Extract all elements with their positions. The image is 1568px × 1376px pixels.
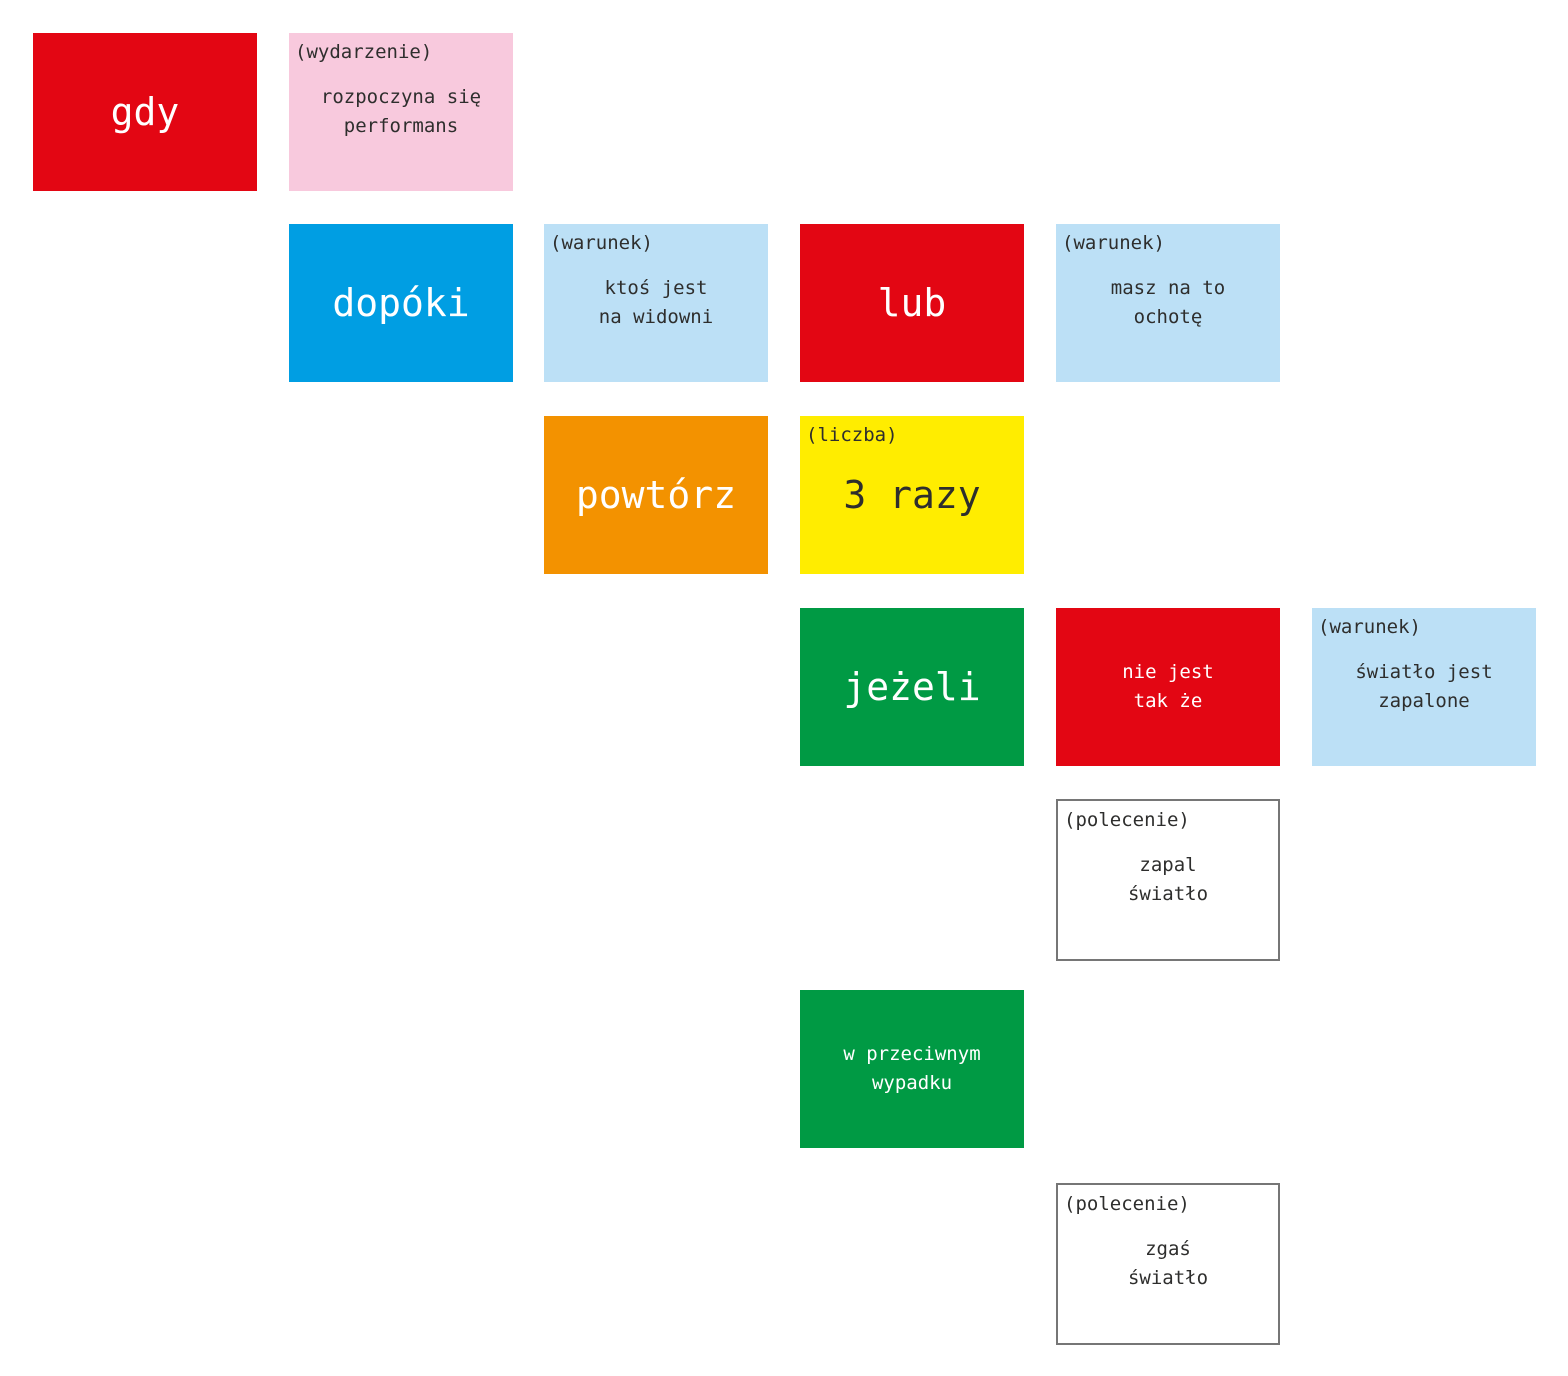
or-keyword-label: lub bbox=[877, 281, 947, 325]
not-keyword-block: nie jest tak że bbox=[1056, 608, 1280, 766]
else-keyword-label: w przeciwnym wypadku bbox=[843, 1043, 981, 1094]
condition-light-tag: (warunek) bbox=[1318, 616, 1421, 638]
condition-light-block: (warunek) światło jest zapalone bbox=[1312, 608, 1536, 766]
event-param-value: rozpoczyna się performans bbox=[320, 86, 482, 137]
repeat-keyword-label: powtórz bbox=[575, 473, 737, 517]
condition-audience-tag: (warunek) bbox=[550, 232, 653, 254]
command-light-on-block: (polecenie) zapal światło bbox=[1056, 799, 1280, 961]
condition-mood-block: (warunek) masz na to ochotę bbox=[1056, 224, 1280, 382]
command-light-off-block: (polecenie) zgaś światło bbox=[1056, 1183, 1280, 1345]
event-param-block: (wydarzenie) rozpoczyna się performans bbox=[289, 33, 513, 191]
command-light-off-value: zgaś światło bbox=[1127, 1238, 1209, 1289]
command-light-off-tag: (polecenie) bbox=[1064, 1193, 1190, 1215]
if-keyword-block: jeżeli bbox=[800, 608, 1024, 766]
else-keyword-block: w przeciwnym wypadku bbox=[800, 990, 1024, 1148]
count-param-block: (liczba) 3 razy bbox=[800, 416, 1024, 574]
when-keyword-block: gdy bbox=[33, 33, 257, 191]
count-param-tag: (liczba) bbox=[806, 424, 898, 446]
condition-mood-tag: (warunek) bbox=[1062, 232, 1165, 254]
count-param-value: 3 razy bbox=[843, 473, 981, 517]
if-keyword-label: jeżeli bbox=[843, 665, 981, 709]
or-keyword-block: lub bbox=[800, 224, 1024, 382]
event-param-tag: (wydarzenie) bbox=[295, 41, 433, 63]
while-keyword-block: dopóki bbox=[289, 224, 513, 382]
when-keyword-label: gdy bbox=[110, 90, 180, 134]
not-keyword-label: nie jest tak że bbox=[1122, 661, 1214, 712]
condition-audience-block: (warunek) ktoś jest na widowni bbox=[544, 224, 768, 382]
while-keyword-label: dopóki bbox=[332, 281, 470, 325]
condition-mood-value: masz na to ochotę bbox=[1110, 277, 1226, 328]
command-light-on-value: zapal światło bbox=[1127, 854, 1209, 905]
condition-audience-value: ktoś jest na widowni bbox=[598, 277, 714, 328]
repeat-keyword-block: powtórz bbox=[544, 416, 768, 574]
condition-light-value: światło jest zapalone bbox=[1355, 661, 1493, 712]
command-light-on-tag: (polecenie) bbox=[1064, 809, 1190, 831]
